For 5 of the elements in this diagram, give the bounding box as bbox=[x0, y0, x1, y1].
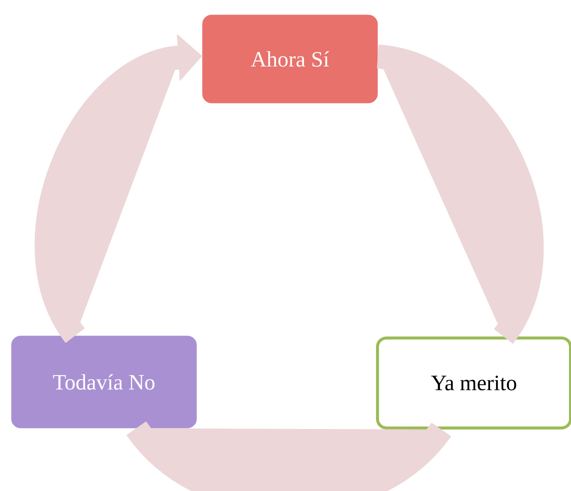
cycle-arrow bbox=[127, 420, 450, 491]
cycle-step-box: Todavía No bbox=[11, 336, 197, 428]
cycle-step-box: Ahora Sí bbox=[202, 14, 378, 104]
cycle-step-box: Ya merito bbox=[376, 336, 571, 430]
cycle-arrow bbox=[376, 44, 544, 343]
